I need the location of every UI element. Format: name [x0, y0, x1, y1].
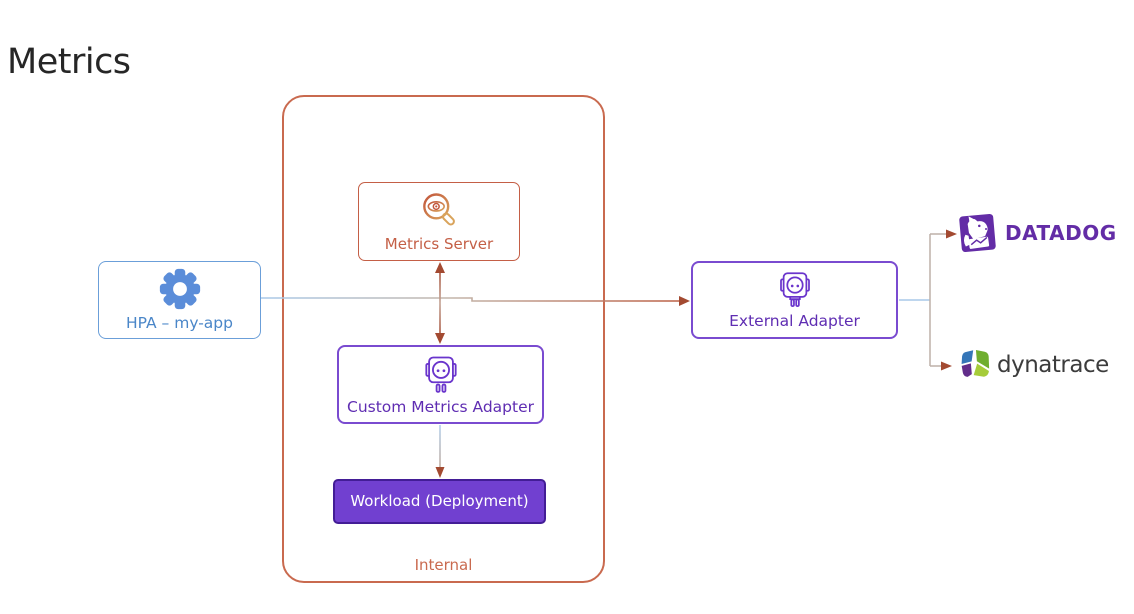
dynatrace-cube-icon: [961, 349, 990, 377]
gear-icon: [159, 269, 200, 310]
power-socket-icon: [424, 356, 457, 393]
node-metrics-server: Metrics Server: [358, 182, 520, 261]
logo-datadog: DATADOG: [956, 210, 1117, 256]
node-custom-metrics-adapter: Custom Metrics Adapter: [337, 345, 544, 424]
page-title: Metrics: [7, 42, 131, 82]
logo-dynatrace: dynatrace: [958, 347, 1109, 382]
magnifier-eye-icon: [423, 193, 455, 226]
datadog-dog-icon: [959, 213, 996, 253]
node-workload-label: Workload (Deployment): [350, 492, 529, 511]
logo-dynatrace-label: dynatrace: [997, 351, 1109, 378]
node-hpa-label: HPA – my-app: [126, 314, 233, 333]
group-internal: Internal: [282, 95, 605, 583]
logo-datadog-label: DATADOG: [1005, 221, 1117, 245]
node-metrics-server-label: Metrics Server: [384, 235, 494, 254]
node-external-adapter: External Adapter: [691, 261, 898, 339]
group-internal-label: Internal: [414, 556, 473, 574]
node-custom-metrics-adapter-label: Custom Metrics Adapter: [347, 397, 534, 416]
node-hpa: HPA – my-app: [98, 261, 261, 339]
node-workload: Workload (Deployment): [333, 479, 546, 524]
power-socket-icon: [779, 272, 810, 308]
node-external-adapter-label: External Adapter: [729, 312, 860, 331]
